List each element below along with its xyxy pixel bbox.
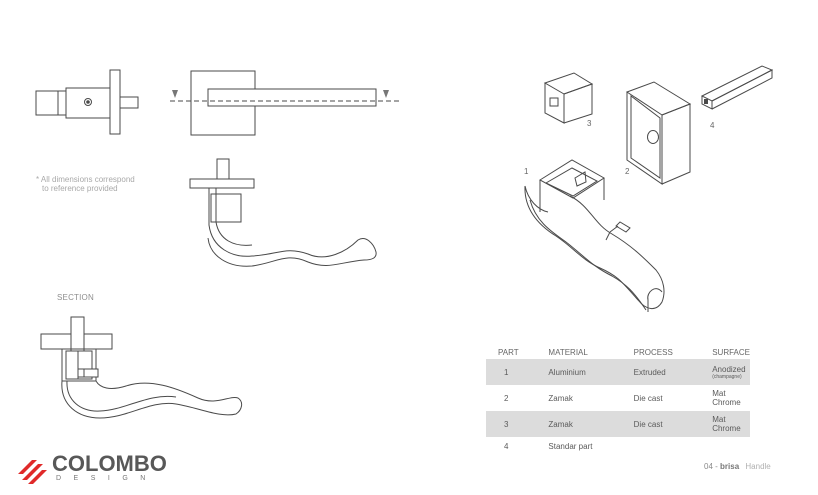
front-view-drawing (170, 70, 400, 136)
section-label: SECTION (57, 293, 94, 302)
cell-part: 2 (504, 393, 509, 403)
section-drawing (40, 316, 243, 419)
cell-material: Zamak (536, 411, 622, 437)
product-category: Handle (745, 462, 771, 471)
table-row: 2 Zamak Die cast Mat Chrome (486, 385, 750, 411)
table-row: 4 Standar part (486, 437, 750, 455)
part-4-spindle-drawing (700, 65, 774, 110)
table-header-row: PART MATERIAL PROCESS SURFACE (486, 345, 750, 359)
cell-material: Standar part (548, 441, 593, 451)
part-3-cube-drawing (543, 72, 594, 124)
cell-material: Zamak (548, 393, 573, 403)
cell-process (622, 437, 701, 455)
cell-part: 1 (486, 359, 537, 385)
logo-mark-icon (18, 460, 47, 484)
header-material: MATERIAL (548, 347, 588, 357)
header-process: PROCESS (633, 347, 673, 357)
product-name: brisa (720, 462, 740, 471)
cell-surface: Mat Chrome (712, 389, 741, 407)
cell-process: Die cast (633, 393, 663, 403)
parts-table: PART MATERIAL PROCESS SURFACE 1 Aluminiu… (486, 345, 750, 455)
page-number: 04 - (704, 462, 718, 471)
top-view-drawing (189, 158, 377, 267)
part-label-1: 1 (524, 167, 529, 176)
cell-process: Die cast (621, 411, 701, 437)
colombo-design-logo: COLOMBO DESIGN (16, 452, 186, 488)
header-surface: SURFACE (712, 347, 750, 357)
cell-surface (700, 437, 750, 455)
part-label-4: 4 (710, 121, 715, 130)
cell-material: Aluminium (536, 359, 622, 385)
note-line-1: * All dimensions correspond (36, 175, 135, 184)
logo-name: COLOMBO (52, 451, 167, 476)
cell-surface: Mat Chrome (700, 411, 750, 437)
logo-sub: DESIGN (56, 475, 158, 482)
part-1-lever-drawing (524, 159, 665, 312)
part-2-rose-drawing (625, 81, 692, 185)
part-label-2: 2 (625, 167, 630, 176)
note-line-2: to reference provided (42, 184, 118, 193)
cell-part: 4 (504, 441, 509, 451)
header-part: PART (498, 347, 519, 357)
table-row: 3 Zamak Die cast Mat Chrome (486, 411, 750, 437)
cell-part: 3 (486, 411, 537, 437)
surface-main: Anodized (712, 364, 746, 374)
cell-process: Extruded (621, 359, 701, 385)
surface-sub: (champagne) (712, 373, 742, 380)
side-view-drawing (35, 69, 139, 135)
cell-surface: Anodized (champagne) (700, 359, 750, 385)
page-footer: 04 - brisa Handle (704, 462, 771, 471)
part-label-3: 3 (587, 119, 592, 128)
table-row: 1 Aluminium Extruded Anodized (champagne… (486, 359, 750, 385)
dimensions-note: * All dimensions correspond to reference… (36, 175, 176, 193)
